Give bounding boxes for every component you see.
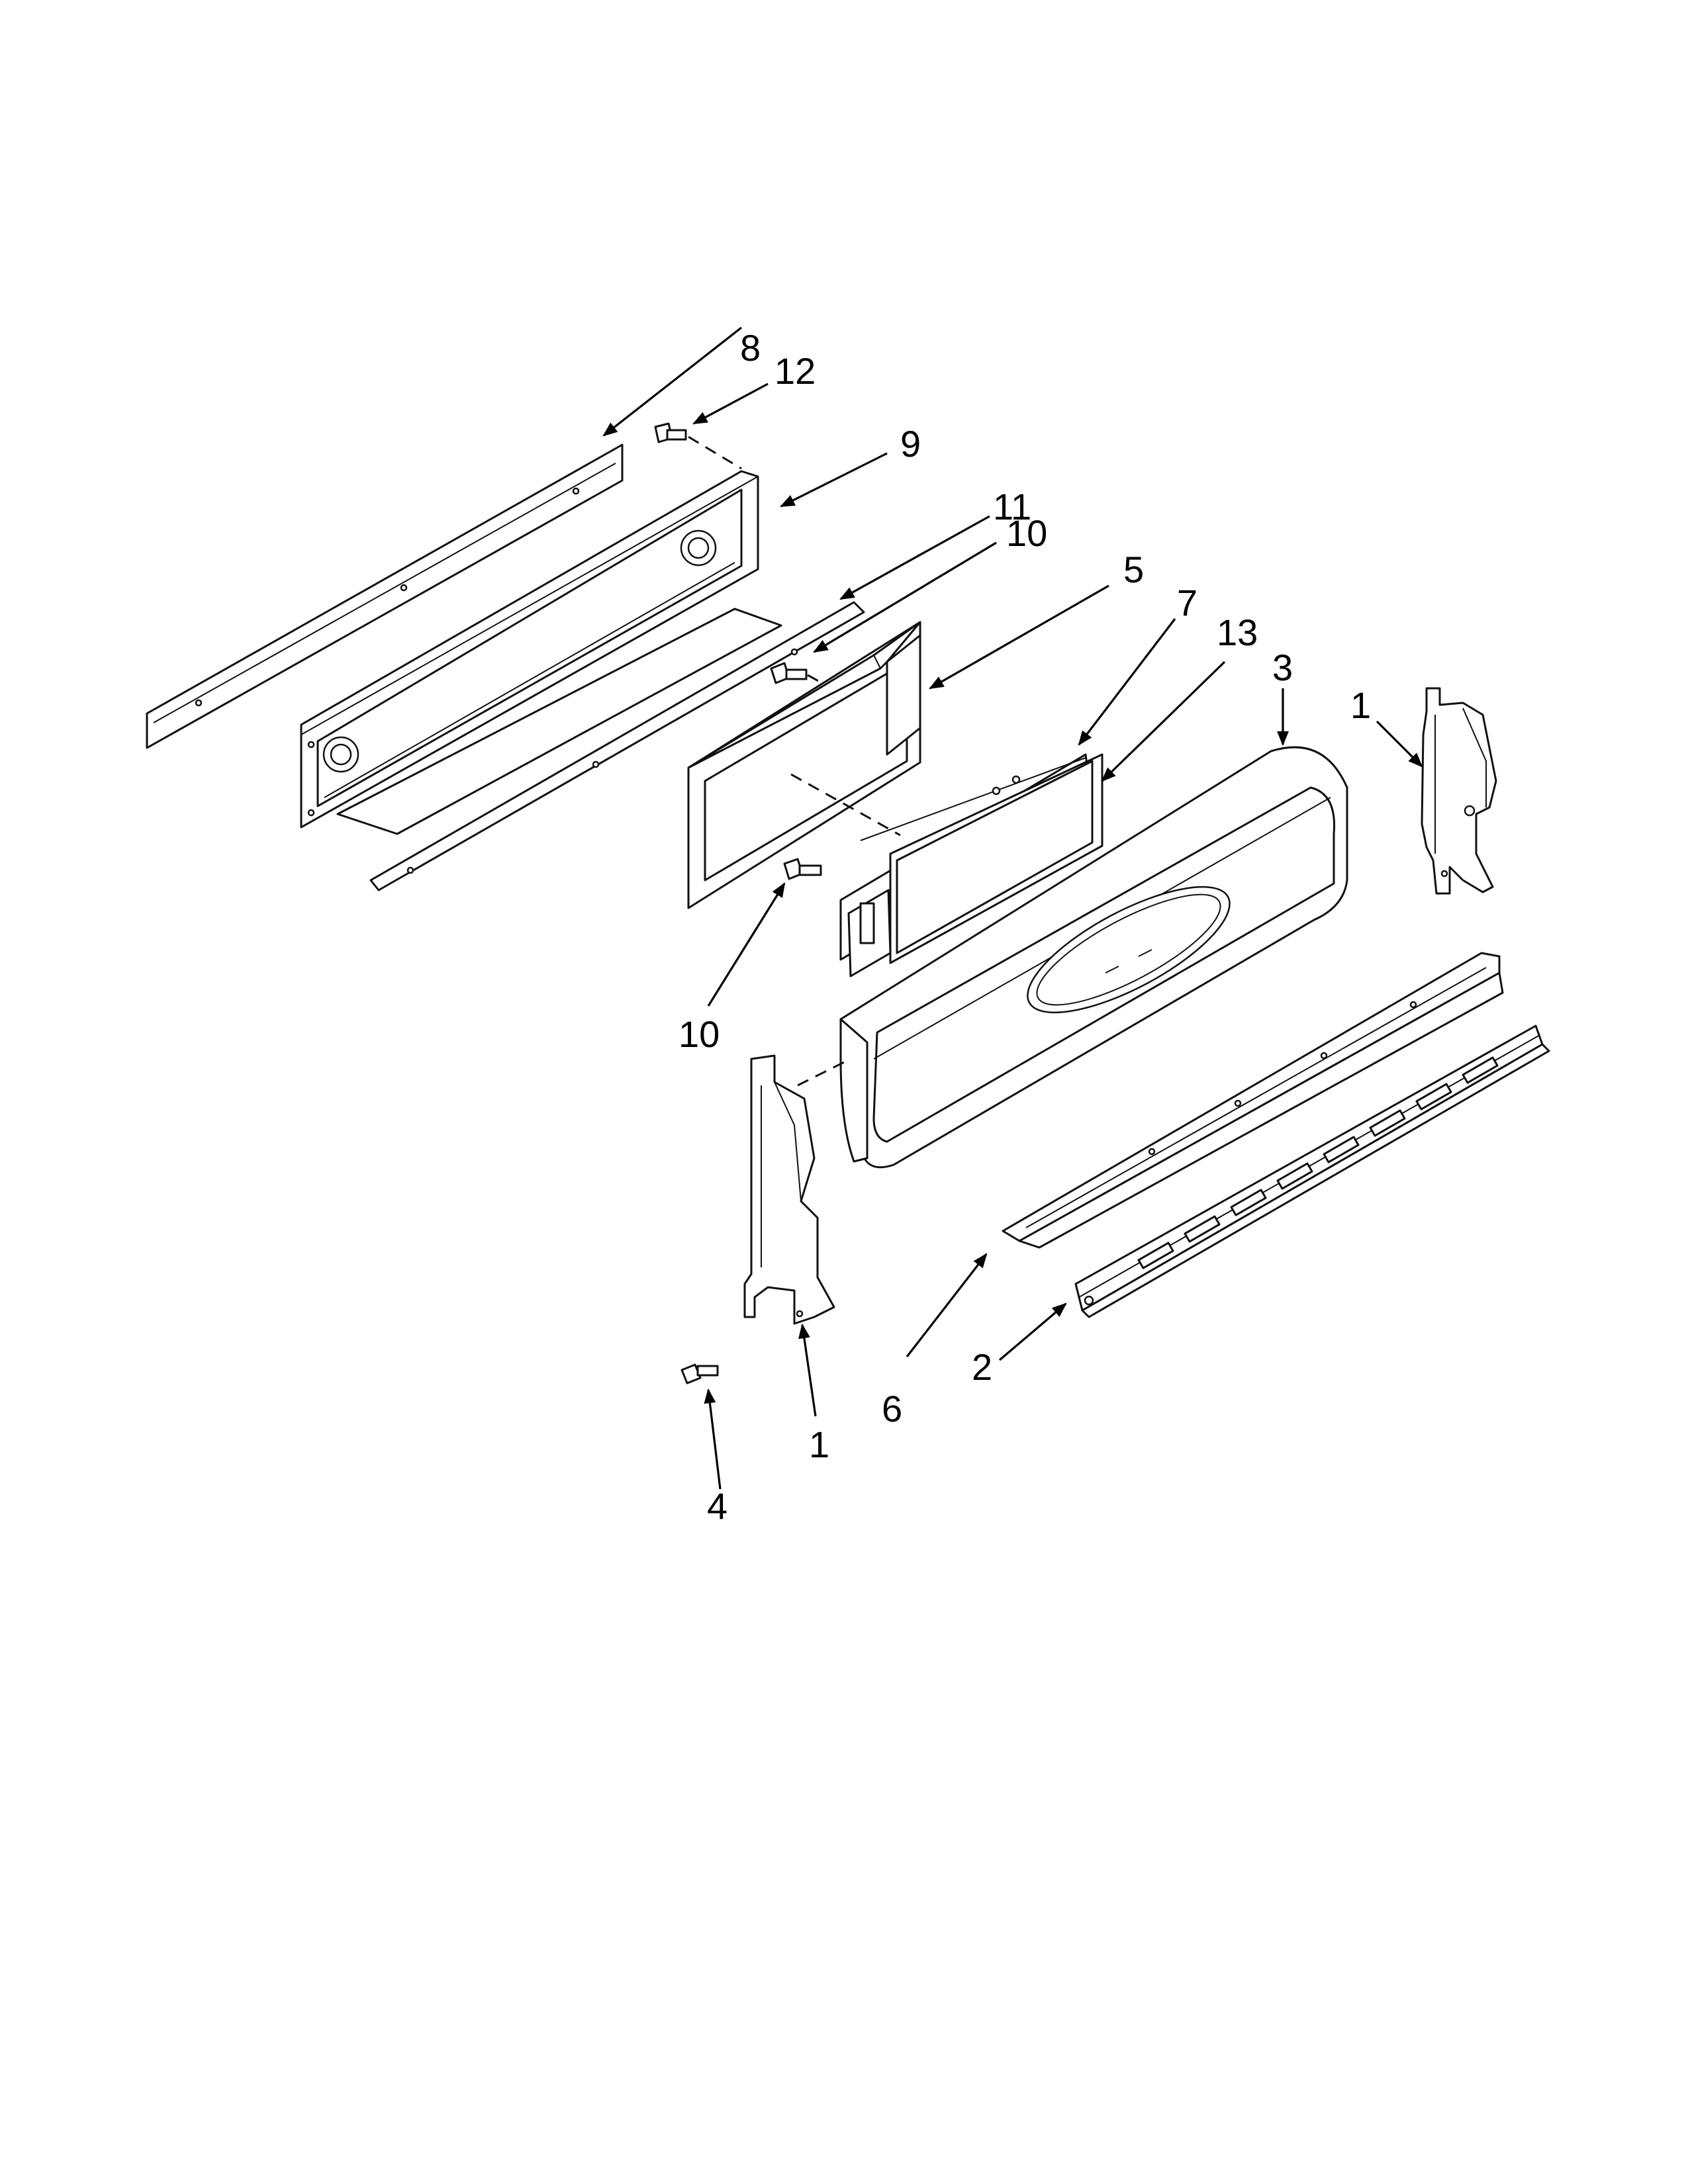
part-3-control-panel bbox=[839, 746, 1348, 1169]
leader-1-left bbox=[798, 1323, 817, 1417]
part-4-screw bbox=[680, 1363, 719, 1385]
callout-2: 2 bbox=[972, 1346, 992, 1388]
leader-1-right bbox=[1376, 720, 1423, 768]
part-9-panel-housing bbox=[300, 470, 782, 835]
leader-12 bbox=[692, 383, 769, 425]
callout-13: 13 bbox=[1217, 612, 1258, 653]
part-12-screw bbox=[654, 422, 687, 443]
part-1-end-cap-right bbox=[1421, 687, 1497, 895]
part-10-screw-upper bbox=[770, 662, 808, 684]
leader-7 bbox=[1078, 618, 1176, 746]
part-2-vent-rail bbox=[1074, 1024, 1550, 1318]
callout-3: 3 bbox=[1272, 647, 1293, 688]
leader-10-lower bbox=[707, 882, 786, 1007]
leader-lines bbox=[602, 326, 1423, 1490]
callout-7: 7 bbox=[1177, 582, 1197, 623]
part-10-screw-lower bbox=[783, 858, 822, 880]
callout-5: 5 bbox=[1123, 549, 1144, 590]
callout-1-left: 1 bbox=[809, 1424, 829, 1465]
callout-4: 4 bbox=[707, 1485, 727, 1527]
leader-8 bbox=[602, 326, 742, 437]
leader-11 bbox=[839, 515, 990, 600]
leader-10-upper bbox=[813, 541, 997, 653]
part-5-board-shield bbox=[687, 621, 921, 909]
part-1-end-cap-left bbox=[743, 1054, 835, 1325]
callout-10-lower: 10 bbox=[679, 1013, 720, 1055]
callout-10-upper: 10 bbox=[1006, 512, 1047, 554]
callout-labels: 8 12 9 11 10 5 7 13 3 1 10 6 2 1 4 bbox=[679, 327, 1371, 1527]
vent-slots bbox=[1137, 1056, 1499, 1269]
leader-2 bbox=[998, 1302, 1067, 1361]
leader-4 bbox=[704, 1388, 722, 1490]
callout-6: 6 bbox=[882, 1388, 902, 1430]
part-3-alignment-line bbox=[797, 1061, 845, 1087]
leader-5 bbox=[929, 584, 1109, 690]
leader-13 bbox=[1101, 660, 1226, 782]
part-13-overlay bbox=[889, 753, 1103, 964]
callout-12: 12 bbox=[774, 350, 816, 392]
callout-9: 9 bbox=[900, 423, 921, 465]
part-8-rear-panel bbox=[146, 443, 624, 749]
callout-11: 11 bbox=[993, 486, 1031, 527]
callout-8: 8 bbox=[740, 327, 761, 369]
part-11-strip bbox=[369, 601, 865, 891]
part-12-alignment-line bbox=[688, 435, 742, 470]
part-6-trim-rail bbox=[1002, 952, 1504, 1249]
callout-1-right: 1 bbox=[1350, 684, 1371, 726]
leader-9 bbox=[779, 452, 888, 508]
leader-6 bbox=[906, 1253, 988, 1357]
